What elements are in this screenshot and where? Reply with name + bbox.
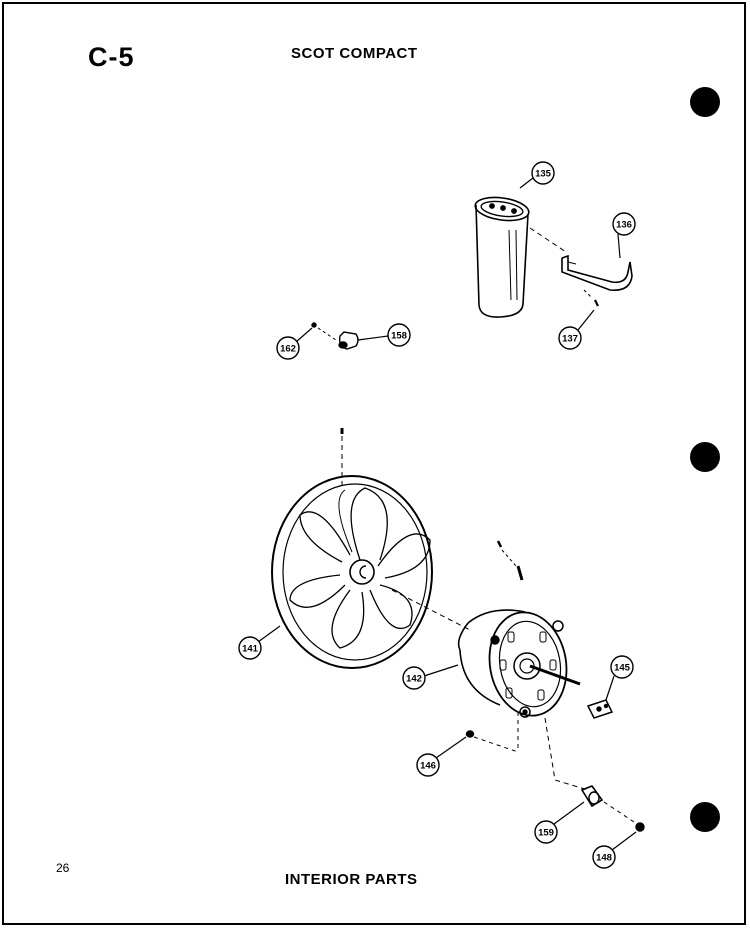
capacitor-part xyxy=(474,196,530,318)
svg-text:135: 135 xyxy=(535,169,552,180)
callout-146: 146 xyxy=(416,736,467,777)
svg-text:137: 137 xyxy=(562,334,578,345)
svg-text:158: 158 xyxy=(391,331,407,342)
svg-text:145: 145 xyxy=(614,663,631,674)
callout-148: 148 xyxy=(592,831,637,869)
svg-text:148: 148 xyxy=(596,853,612,864)
section-title: INTERIOR PARTS xyxy=(285,871,418,888)
small-clip-parts xyxy=(311,322,359,350)
binder-hole-top xyxy=(690,87,720,117)
binder-hole-bottom xyxy=(690,802,720,832)
svg-text:141: 141 xyxy=(242,644,259,655)
fan-blade-part xyxy=(271,428,433,669)
callout-137: 137 xyxy=(558,309,595,350)
page-number: 26 xyxy=(56,861,70,875)
callout-159: 159 xyxy=(534,801,585,844)
binder-hole-middle xyxy=(690,442,720,472)
svg-text:136: 136 xyxy=(616,220,632,231)
callout-142: 142 xyxy=(402,664,459,690)
nut-part xyxy=(465,712,519,753)
capacitor-bracket-part xyxy=(561,254,633,292)
callout-145: 145 xyxy=(605,655,634,701)
page-code: C-5 xyxy=(88,42,135,72)
fan-motor-part xyxy=(457,540,581,718)
leader-dashed xyxy=(529,227,567,253)
screw-part xyxy=(583,289,599,307)
callout-158: 158 xyxy=(357,323,411,347)
model-title: SCOT COMPACT xyxy=(291,45,418,62)
callout-162: 162 xyxy=(276,327,313,360)
svg-text:162: 162 xyxy=(280,344,296,355)
shaft-axis-line xyxy=(391,589,471,631)
svg-text:142: 142 xyxy=(406,674,422,685)
callout-136: 136 xyxy=(612,212,636,259)
callout-141: 141 xyxy=(238,625,281,660)
callout-135: 135 xyxy=(519,161,555,189)
motor-mount-part xyxy=(544,717,645,832)
motor-clamp-part xyxy=(586,699,614,719)
svg-text:159: 159 xyxy=(538,828,554,839)
svg-text:146: 146 xyxy=(420,761,436,772)
